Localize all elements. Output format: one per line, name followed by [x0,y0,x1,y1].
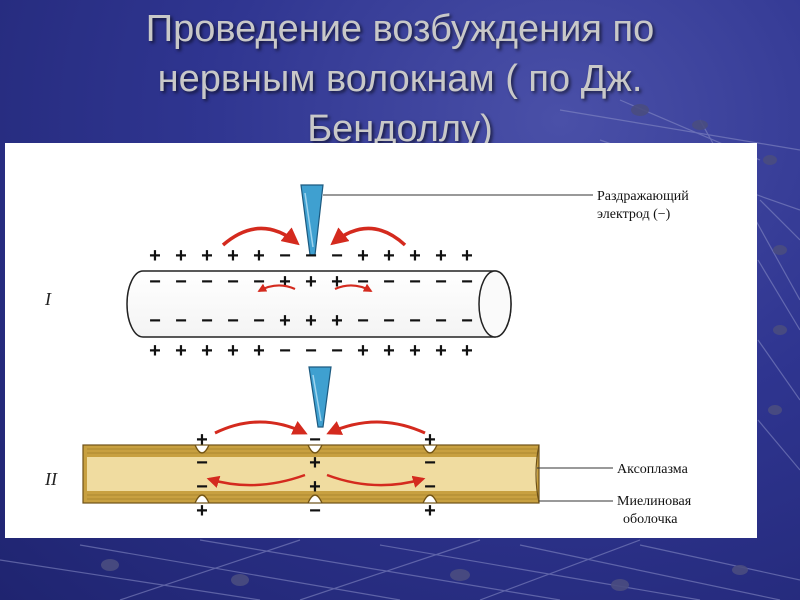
charge-sign: + [435,245,447,267]
charge-sign: + [201,245,213,267]
fiber2-label: II [44,469,58,489]
charge-sign: − [227,271,239,293]
charge-sign: + [253,245,265,267]
charge-sign: − [461,271,473,293]
charge-sign: + [305,310,317,332]
electrode-top [300,184,324,256]
node-charge-sign: + [196,429,208,451]
fiber1-top-outer-charges: +++++−−−+++++ [149,245,473,267]
electrode-label-line1: Раздражающий [597,189,689,204]
charge-sign: + [331,310,343,332]
charge-sign: + [227,340,239,362]
charge-sign: − [201,271,213,293]
slide-title-line2: нервным волокнам ( по Дж. [157,58,643,100]
node-charge-sign: + [424,500,436,522]
charge-sign: + [435,340,447,362]
charge-sign: + [357,340,369,362]
charge-sign: − [279,245,291,267]
charge-sign: − [357,271,369,293]
electrode-bottom [308,366,332,428]
charge-sign: + [201,340,213,362]
current-arrow-left-inner [257,283,296,292]
node-charge-sign: − [196,476,208,498]
current-arrow-left-outer [221,226,300,247]
node-charge-sign: − [196,452,208,474]
charge-sign: + [175,340,187,362]
node-charge-sign: + [309,476,321,498]
charge-sign: + [357,245,369,267]
nerve-conduction-diagram: Раздражающий электрод (−) I +++++−−−++++… [44,184,692,527]
slide-title-line1: Проведение возбуждения по [145,8,655,50]
charge-sign: + [409,245,421,267]
charge-sign: − [435,310,447,332]
node-charge-sign: + [424,429,436,451]
charge-sign: − [409,271,421,293]
current-arrow-right-outer [330,226,407,247]
charge-sign: + [461,340,473,362]
node-charge-sign: − [309,500,321,522]
charge-sign: − [149,310,161,332]
charge-sign: − [383,271,395,293]
charge-sign: + [149,245,161,267]
slide-title: Проведение возбуждения по нервным волокн… [0,4,800,154]
diagram-panel: Раздражающий электрод (−) I +++++−−−++++… [5,143,757,538]
charge-sign: − [331,340,343,362]
charge-sign: − [227,310,239,332]
fiber1-bottom-inner-charges: −−−−−+++−−−−− [149,310,473,332]
charge-sign: − [253,310,265,332]
fiber1-top-inner-charges: −−−−−+++−−−−− [149,271,473,293]
charge-sign: − [435,271,447,293]
charge-sign: + [331,271,343,293]
charge-sign: − [331,245,343,267]
saltatory-arrow-right-outer [326,420,426,435]
charge-sign: − [383,310,395,332]
charge-sign: − [253,271,265,293]
charge-sign: + [227,245,239,267]
charge-sign: − [175,271,187,293]
myelin-label-line1: Миелиновая [617,494,692,509]
charge-sign: − [357,310,369,332]
charge-sign: + [279,271,291,293]
charge-sign: + [253,340,265,362]
charge-sign: − [279,340,291,362]
charge-sign: + [279,310,291,332]
node-charge-sign: − [424,476,436,498]
unmyelinated-fiber [126,270,512,338]
charge-sign: + [409,340,421,362]
charge-sign: + [383,245,395,267]
charge-sign: − [409,310,421,332]
charge-sign: − [201,310,213,332]
charge-sign: + [305,271,317,293]
saltatory-arrow-left-outer [214,420,308,435]
axoplasm-label: Аксоплазма [617,462,689,477]
charge-sign: + [461,245,473,267]
charge-sign: − [149,271,161,293]
charge-sign: − [175,310,187,332]
charge-sign: − [305,340,317,362]
saltatory-arrow-left-inner [206,473,306,488]
charge-sign: − [461,310,473,332]
charge-sign: + [383,340,395,362]
node-charge-sign: + [196,500,208,522]
fiber1-bottom-outer-charges: +++++−−−+++++ [149,340,473,362]
electrode-label-line2: электрод (−) [597,207,671,222]
fiber1-label: I [44,289,52,309]
charge-sign: − [305,245,317,267]
saltatory-arrow-right-inner [326,473,426,488]
myelinated-fiber [82,443,540,505]
node-charge-sign: − [309,429,321,451]
myelin-label-line2: оболочка [623,512,678,527]
charge-sign: + [149,340,161,362]
charge-sign: + [175,245,187,267]
fiber2-node-charges: +−+−+−−+−+−+ [196,429,436,522]
node-charge-sign: − [424,452,436,474]
node-charge-sign: + [309,452,321,474]
current-arrow-right-inner [334,283,373,292]
